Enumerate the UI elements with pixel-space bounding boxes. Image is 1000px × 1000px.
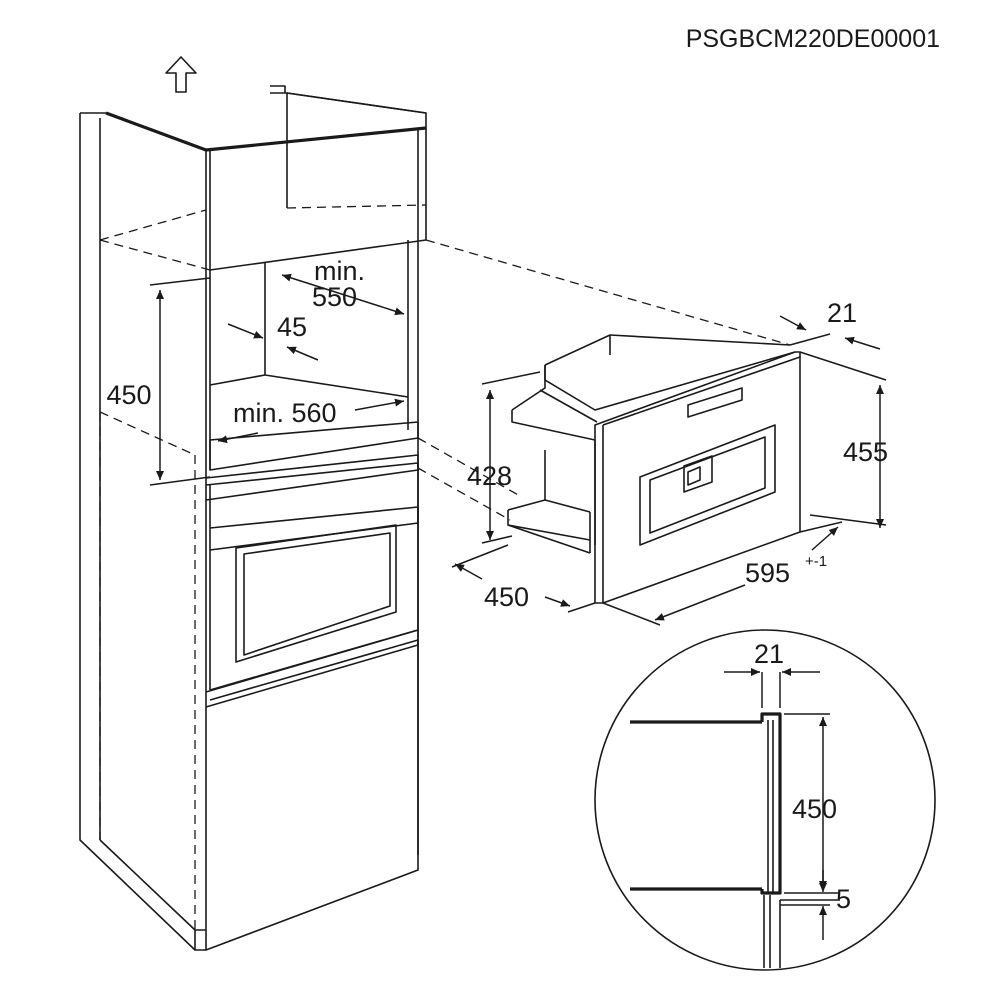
cabinet-dimensions: 450 min. 550 45 min. 560 <box>106 256 405 486</box>
front-height-label: 455 <box>843 437 888 467</box>
vent-gap-label: 45 <box>277 312 307 342</box>
niche-height-label: 450 <box>106 380 151 410</box>
tall-cabinet <box>79 56 427 951</box>
coffee-machine <box>417 239 801 604</box>
depth-min-prefix: min. <box>314 256 365 286</box>
detail-view: 21 450 5 <box>594 629 936 971</box>
frame-thickness-label: 21 <box>827 298 857 328</box>
width-min-label: min. 560 <box>233 398 337 428</box>
width-tolerance-label: +-1 <box>805 553 827 570</box>
up-arrow-icon <box>165 56 197 93</box>
document-code: PSGBCM220DE00001 <box>686 25 940 53</box>
detail-frame-thickness-label: 21 <box>754 639 784 669</box>
body-height-label: 428 <box>467 461 512 491</box>
width-label: 595 <box>745 558 790 588</box>
depth-min-value: 550 <box>312 282 357 312</box>
detail-height-label: 450 <box>792 794 837 824</box>
depth-label: 450 <box>484 582 529 612</box>
appliance-dimensions: 21 455 428 450 595 +-1 <box>451 298 888 626</box>
detail-gap-label: 5 <box>836 884 851 914</box>
